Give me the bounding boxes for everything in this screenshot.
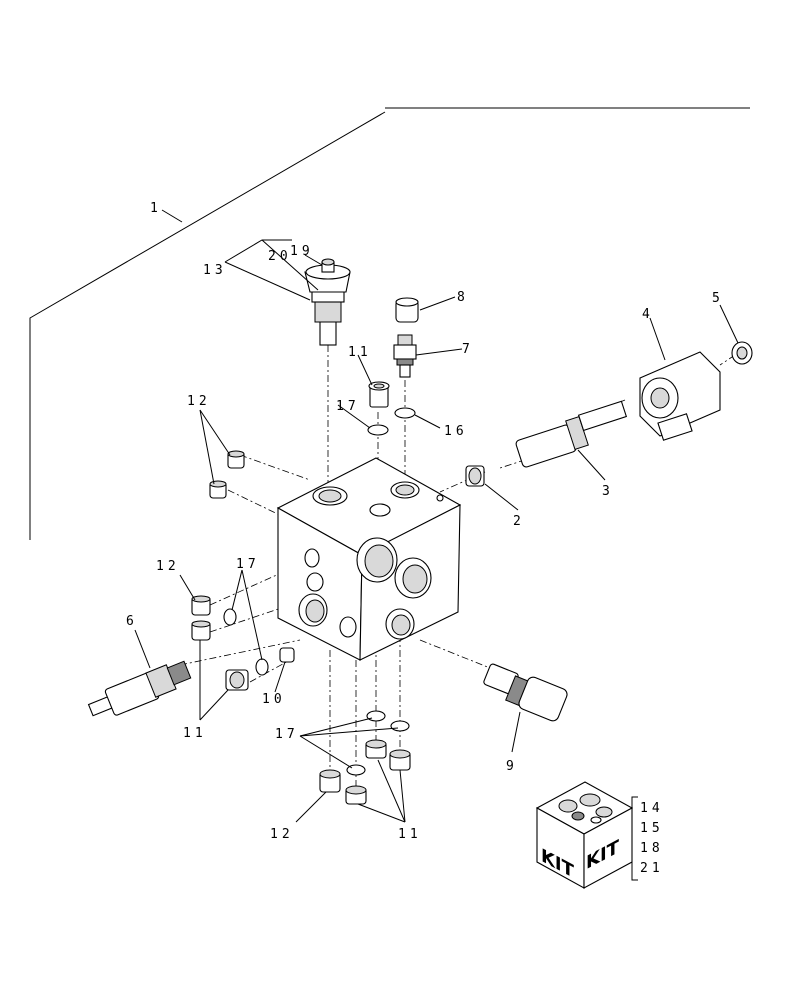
solenoid-cartridge-3 xyxy=(515,400,628,468)
kit-contents-icon xyxy=(558,793,613,824)
callout-13: 13 xyxy=(203,263,227,278)
plugs-lower-left xyxy=(191,595,295,691)
callout-11-lower: 11 xyxy=(398,827,422,842)
plug-2 xyxy=(465,465,485,487)
plugs-lower xyxy=(319,710,411,805)
assembly-bracket xyxy=(29,107,750,540)
callout-20: 20 xyxy=(268,249,292,264)
assembly-centerlines xyxy=(179,345,736,795)
callout-12-upper: 12 xyxy=(187,394,211,409)
pressure-cartridge-13 xyxy=(304,258,351,346)
callout-7: 7 xyxy=(462,342,474,357)
callout-3: 3 xyxy=(602,484,614,499)
callout-11-left: 11 xyxy=(183,726,207,741)
kit-item-18: 18 xyxy=(640,841,664,856)
coil-4 xyxy=(639,351,721,441)
kit-box: KIT KIT 14 15 18 21 xyxy=(535,781,664,889)
callout-4: 4 xyxy=(642,307,654,322)
cap-8 xyxy=(395,297,419,323)
callout-17-upper: 17 xyxy=(336,399,360,414)
callout-5: 5 xyxy=(712,291,724,306)
callout-16: 16 xyxy=(444,424,468,439)
callout-17-lower: 17 xyxy=(275,727,299,742)
kit-item-21: 21 xyxy=(640,861,664,876)
kit-item-14: 14 xyxy=(640,801,664,816)
callout-9: 9 xyxy=(506,759,518,774)
plugs-12-upper xyxy=(209,450,245,499)
valve-block xyxy=(276,457,462,661)
kit-item-15: 15 xyxy=(640,821,664,836)
callout-2: 2 xyxy=(513,514,525,529)
callout-17-left: 17 xyxy=(236,557,260,572)
nut-5 xyxy=(731,341,753,365)
fitting-7 xyxy=(393,334,417,378)
callout-1: 1 xyxy=(150,201,162,216)
callout-12-lower: 12 xyxy=(270,827,294,842)
plug-11-top xyxy=(368,381,390,408)
leader-lines xyxy=(134,209,739,823)
callout-10: 10 xyxy=(262,692,286,707)
relief-cartridge-6 xyxy=(87,660,192,717)
callout-8: 8 xyxy=(457,290,469,305)
callout-11-upper: 11 xyxy=(348,345,372,360)
callout-6: 6 xyxy=(126,614,138,629)
callout-12-left: 12 xyxy=(156,559,180,574)
callout-19: 19 xyxy=(290,244,314,259)
cartridge-9 xyxy=(483,663,568,722)
callout-labels: 1 2 3 4 5 6 7 8 9 10 11 11 11 12 12 12 1… xyxy=(126,201,724,842)
o-rings-top xyxy=(367,407,416,436)
